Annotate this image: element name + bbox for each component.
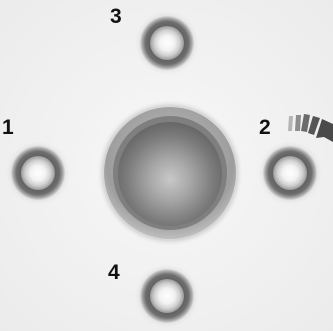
label-1: 1 — [2, 117, 14, 138]
label-3: 3 — [110, 6, 122, 27]
label-4: 4 — [108, 262, 120, 283]
center-button — [97, 100, 243, 246]
curved-arrow-icon — [288, 114, 333, 142]
ring-2 — [257, 140, 323, 206]
label-2: 2 — [259, 117, 271, 138]
ring-1 — [5, 140, 71, 206]
ring-4 — [134, 263, 200, 329]
ring-3 — [134, 10, 200, 76]
